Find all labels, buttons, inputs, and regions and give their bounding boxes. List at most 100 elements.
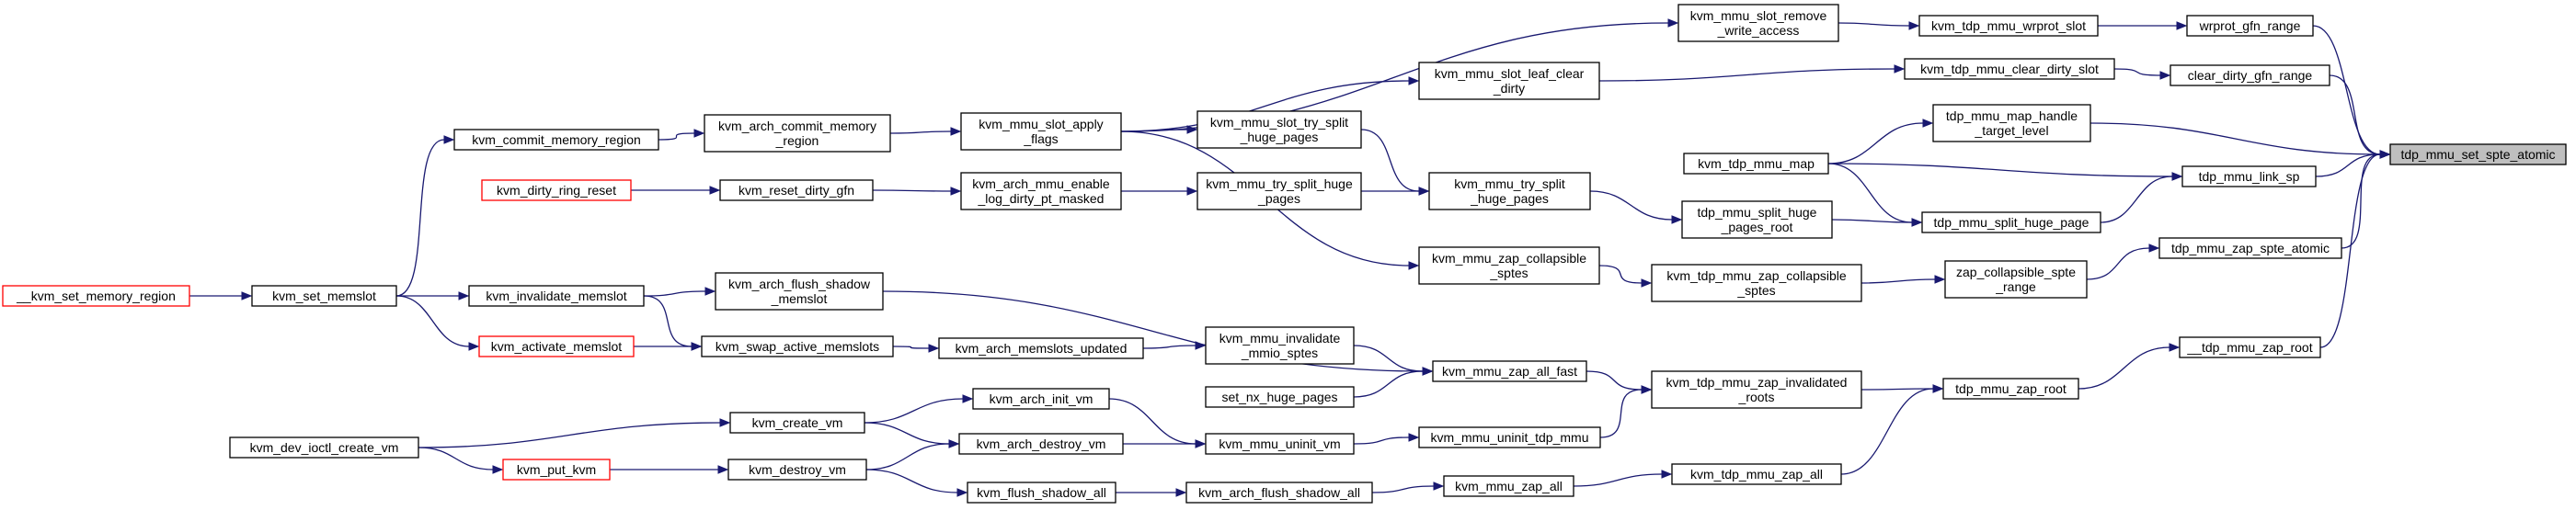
node-tdp-mmu-zap-root[interactable]: tdp_mmu_zap_root (1942, 378, 2079, 400)
node-kvm-mmu-slot-leaf-clear-dirty[interactable]: kvm_mmu_slot_leaf_clear_dirty (1418, 62, 1600, 100)
node-label: _range (1995, 279, 2036, 294)
node-label: kvm_put_kvm (517, 462, 596, 477)
edge-line (1598, 68, 1895, 82)
node-tdp-mmu-link-sp[interactable]: tdp_mmu_link_sp (2181, 165, 2317, 187)
edge-line (872, 189, 952, 192)
node-set-nx-huge-pages[interactable]: set_nx_huge_pages (1205, 386, 1355, 408)
node-kvm-mmu-slot-try-split-huge-pages[interactable]: kvm_mmu_slot_try_split_huge_pages (1196, 110, 1362, 149)
node-kvm-activate-memslot[interactable]: kvm_activate_memslot (478, 335, 635, 357)
node-kvm-put-kvm[interactable]: kvm_put_kvm (502, 459, 611, 481)
edge-kvm-destroy-vm-to-kvm-arch-destroy-vm (865, 439, 960, 470)
node-kvm-mmu-zap-all-fast[interactable]: kvm_mmu_zap_all_fast (1432, 360, 1587, 382)
edge-kvm-arch-mmu-enable-log-dirty-pt-masked-to-kvm-mmu-try-split-huge-pages (1120, 187, 1198, 196)
node-kvm-mmu-zap-collapsible-sptes[interactable]: kvm_mmu_zap_collapsible_sptes (1418, 246, 1600, 285)
node-box (1904, 58, 2115, 80)
arrowhead-icon (2159, 71, 2171, 80)
arrowhead-icon (2171, 172, 2183, 181)
edge-line (1120, 80, 1410, 132)
node-kvm-arch-commit-memory-region[interactable]: kvm_arch_commit_memory_region (704, 114, 891, 153)
node-label: kvm_mmu_zap_all (1455, 479, 1563, 493)
arrowhead-icon (1661, 470, 1673, 479)
edge-line (1840, 388, 1934, 475)
node-kvm-tdp-mmu-map[interactable]: kvm_tdp_mmu_map (1683, 153, 1829, 175)
node-label: __kvm_set_memory_region (16, 289, 176, 303)
node-label: kvm_dev_ioctl_create_vm (250, 440, 399, 455)
arrowhead-icon (1408, 261, 1420, 270)
edge-kvm-tdp-mmu-map-to-tdp-mmu-split-huge-page (1827, 163, 1923, 227)
node-kvm-reset-dirty-gfn[interactable]: kvm_reset_dirty_gfn (719, 179, 874, 201)
edge-line (1142, 345, 1196, 349)
node-tdp-mmu-split-huge-pages-root[interactable]: tdp_mmu_split_huge_pages_root (1681, 200, 1833, 239)
node-kvm-mmu-uninit-vm[interactable]: kvm_mmu_uninit_vm (1205, 433, 1355, 455)
node-tdp-mmu-zap-spte-atomic[interactable]: tdp_mmu_zap_spte_atomic (2158, 237, 2342, 259)
node-kvm-mmu-tdp-try-split-huge-pages[interactable]: kvm_mmu_try_split_huge_pages (1428, 172, 1591, 210)
node-tdp-mmu-zap-root[interactable]: __tdp_mmu_zap_root (2179, 336, 2321, 358)
node-box (938, 337, 1144, 359)
node-kvm-dev-ioctl-create-vm[interactable]: kvm_dev_ioctl_create_vm (229, 436, 419, 459)
node-label: _region (775, 133, 819, 148)
node-kvm-tdp-mmu-clear-dirty-slot[interactable]: kvm_tdp_mmu_clear_dirty_slot (1904, 58, 2115, 80)
node-label: kvm_arch_mmu_enable (972, 176, 1110, 191)
node-kvm-tdp-mmu-zap-invalidated-roots[interactable]: kvm_tdp_mmu_zap_invalidated_roots (1651, 370, 1862, 409)
node-box (727, 459, 867, 481)
node-label: kvm_mmu_zap_all_fast (1442, 364, 1577, 379)
node-label: _mmio_sptes (1241, 346, 1318, 360)
node-label: tdp_mmu_zap_spte_atomic (2171, 241, 2330, 255)
node-kvm-arch-memslots-updated[interactable]: kvm_arch_memslots_updated (938, 337, 1144, 359)
edge-line (658, 132, 695, 141)
node-box (229, 436, 419, 459)
node-kvm-create-vm[interactable]: kvm_create_vm (729, 412, 865, 434)
edge-kvm-tdp-mmu-map-to-tdp-mmu-map-handle-target-level (1827, 119, 1934, 164)
node-kvm-arch-flush-shadow-memslot[interactable]: kvm_arch_flush_shadow_memslot (715, 272, 884, 311)
node-label: kvm_dirty_ring_reset (497, 183, 616, 198)
edge-kvm-swap-active-memslots-to-kvm-arch-memslots-updated (892, 344, 940, 353)
node-kvm-arch-flush-shadow-all[interactable]: kvm_arch_flush_shadow_all (1185, 482, 1373, 504)
arrowhead-icon (704, 287, 716, 296)
node-label: kvm_mmu_try_split (1454, 176, 1565, 191)
edge-kvm-mmu-slot-leaf-clear-dirty-to-kvm-tdp-mmu-clear-dirty-slot (1598, 64, 1906, 82)
edge-line (395, 295, 470, 347)
node-tdp-mmu-split-huge-page[interactable]: tdp_mmu_split_huge_page (1921, 211, 2101, 233)
node-kvm-arch-init-vm[interactable]: kvm_arch_init_vm (972, 388, 1110, 410)
arrowhead-icon (1422, 367, 1434, 376)
node-kvm-arch-destroy-vm[interactable]: kvm_arch_destroy_vm (958, 433, 1124, 455)
node-kvm-mmu-slot-remove-write-access[interactable]: kvm_mmu_slot_remove_write_access (1677, 4, 1839, 42)
node-kvm-set-memslot[interactable]: kvm_set_memslot (251, 285, 397, 307)
node-kvm-tdp-mmu-wrprot-slot[interactable]: kvm_tdp_mmu_wrprot_slot (1918, 15, 2099, 37)
node-box (1432, 360, 1587, 382)
arrowhead-icon (928, 344, 940, 353)
edge-kvm-tdp-mmu-map-to-tdp-mmu-link-sp (1827, 163, 2183, 181)
node-kvm-mmu-invalidate-mmio-sptes[interactable]: kvm_mmu_invalidate_mmio_sptes (1205, 326, 1355, 365)
edge-kvm-mmu-slot-remove-write-access-to-kvm-tdp-mmu-wrprot-slot (1838, 21, 1920, 30)
node-kvm-mmu-uninit-tdp-mmu[interactable]: kvm_mmu_uninit_tdp_mmu (1418, 426, 1601, 448)
node-box (453, 129, 659, 151)
node-kvm-mmu-slot-apply-flags[interactable]: kvm_mmu_slot_apply_flags (960, 112, 1122, 151)
arrowhead-icon (468, 342, 480, 351)
node-kvm-set-memory-region[interactable]: __kvm_set_memory_region (2, 285, 190, 307)
edge-kvm-mmu-zap-all-to-kvm-tdp-mmu-zap-all (1573, 470, 1673, 487)
node-kvm-dirty-ring-reset[interactable]: kvm_dirty_ring_reset (481, 179, 632, 201)
edge-line (1573, 473, 1663, 487)
node-clear-dirty-gfn-range[interactable]: clear_dirty_gfn_range (2170, 64, 2330, 86)
arrowhead-icon (691, 342, 703, 351)
node-kvm-flush-shadow-all[interactable]: kvm_flush_shadow_all (967, 482, 1116, 504)
node-label: tdp_mmu_map_handle (1946, 108, 2078, 123)
node-kvm-tdp-mmu-zap-all[interactable]: kvm_tdp_mmu_zap_all (1671, 463, 1842, 485)
node-box (2181, 165, 2317, 187)
node-wrprot-gfn-range[interactable]: wrprot_gfn_range (2186, 15, 2314, 37)
edge-tdp-mmu-split-huge-pages-root-to-tdp-mmu-split-huge-page (1831, 218, 1923, 227)
node-kvm-arch-mmu-enable-log-dirty-pt-masked[interactable]: kvm_arch_mmu_enable_log_dirty_pt_masked (960, 172, 1122, 210)
arrowhead-icon (1418, 187, 1430, 196)
node-kvm-mmu-try-split-huge-pages[interactable]: kvm_mmu_try_split_huge_pages (1196, 172, 1362, 210)
node-kvm-mmu-zap-all[interactable]: kvm_mmu_zap_all (1443, 475, 1574, 497)
node-kvm-swap-active-memslots[interactable]: kvm_swap_active_memslots (701, 335, 894, 357)
edge-line (1827, 163, 2173, 177)
node-kvm-commit-memory-region[interactable]: kvm_commit_memory_region (453, 129, 659, 151)
node-box (1677, 4, 1839, 42)
node-kvm-invalidate-memslot[interactable]: kvm_invalidate_memslot (468, 285, 645, 307)
node-kvm-tdp-mmu-zap-collapsible-sptes[interactable]: kvm_tdp_mmu_zap_collapsible_sptes (1651, 264, 1862, 302)
node-kvm-destroy-vm[interactable]: kvm_destroy_vm (727, 459, 867, 481)
node-tdp-mmu-map-handle-target-level[interactable]: tdp_mmu_map_handle_target_level (1932, 104, 2091, 142)
edge-line (1360, 129, 1420, 192)
node-zap-collapsible-spte-range[interactable]: zap_collapsible_spte_range (1944, 260, 2088, 299)
